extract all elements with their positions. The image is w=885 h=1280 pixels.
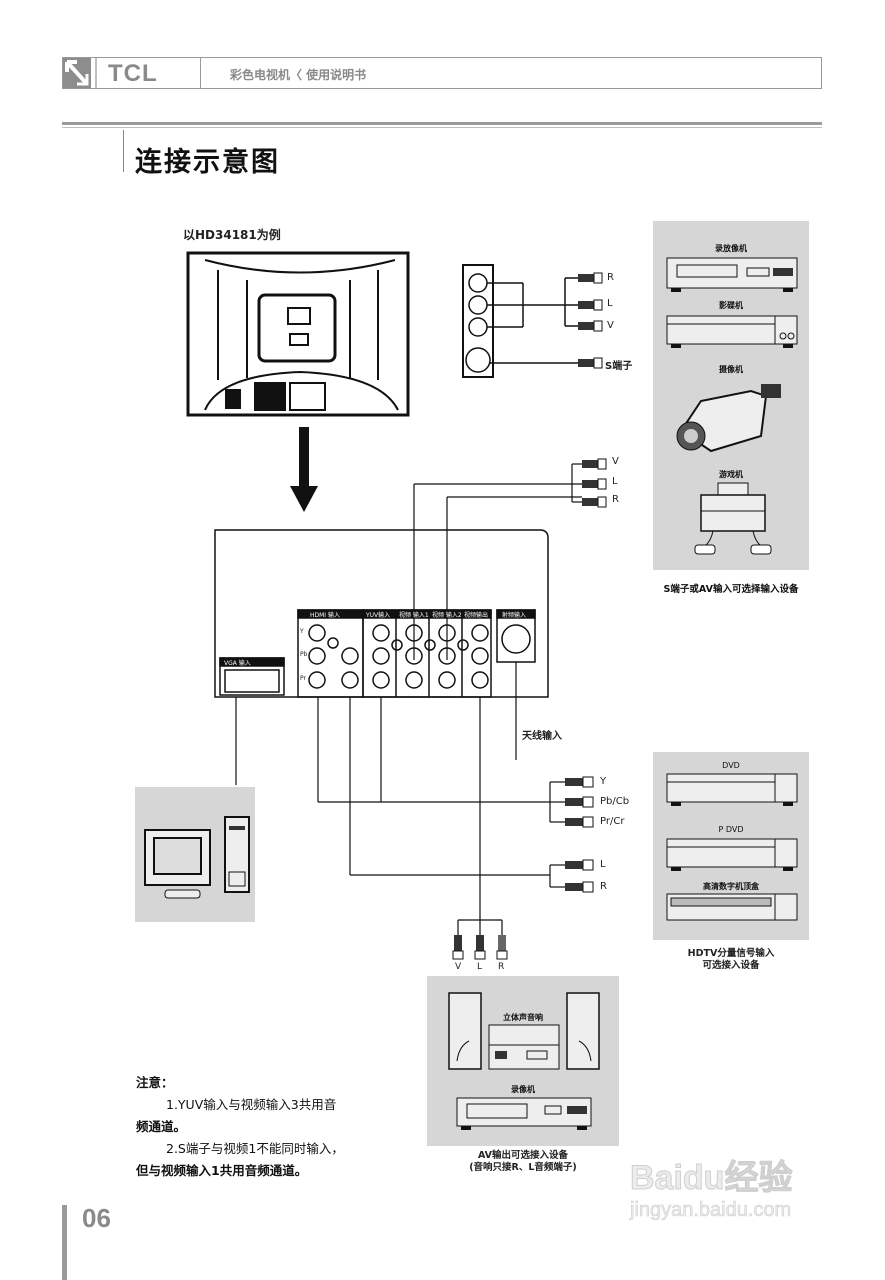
manual-title: 彩色电视机〈 使用说明书 xyxy=(230,68,367,82)
page-title: 连接示意图 xyxy=(135,147,280,178)
av-out-caption-line1: AV输出可选接入设备 xyxy=(477,1150,569,1161)
jack-y-label: Y xyxy=(300,628,304,635)
av-top-l: L xyxy=(612,476,618,487)
title-marker xyxy=(123,130,124,172)
s-video-label: S端子 xyxy=(605,361,633,372)
plug-label-l: L xyxy=(607,298,613,309)
av-top-r: R xyxy=(612,494,619,505)
game-console-icon xyxy=(694,482,772,555)
header-bar xyxy=(62,57,822,89)
hdtv-devices-panel: DVD P DVD 高清数字机顶盒 xyxy=(653,752,809,940)
settop-box-icon xyxy=(666,893,798,921)
device-vcr-label: 录放像机 xyxy=(715,244,747,253)
hdtv-devices-caption: HDTV分量信号输入 可选接入设备 xyxy=(640,948,822,972)
watermark-url: jingyan.baidu.com xyxy=(630,1199,792,1222)
hdtv-caption-line2: 可选接入设备 xyxy=(702,960,760,971)
note-2-line2: 但与视频输入1共用音频通道。 xyxy=(136,1163,308,1178)
left-speaker-icon xyxy=(448,992,482,1070)
device-stereo-label: 立体声音响 xyxy=(503,1013,543,1022)
source-devices-caption: S端子或AV输入可选择输入设备 xyxy=(663,584,799,595)
jack-pr-label: Pr xyxy=(300,675,306,682)
progressive-dvd-icon xyxy=(666,838,798,871)
baidu-watermark: Baidu经验 jingyan.baidu.com xyxy=(630,1150,830,1250)
yuv-plug-y: Y xyxy=(600,776,607,787)
yuv-plug-pr: Pr/Cr xyxy=(600,816,625,827)
vcr-recorder-icon xyxy=(456,1097,592,1130)
device-settop-box-label: 高清数字机顶盒 xyxy=(703,882,759,891)
down-arrow-icon xyxy=(290,427,318,512)
header-divider xyxy=(200,57,201,89)
pc-input-label: VGA 输入 xyxy=(224,660,251,667)
tcl-logo-icon xyxy=(63,58,91,88)
rf-input-label: 射频输入 xyxy=(502,612,527,619)
device-pdvd-label: P DVD xyxy=(718,825,744,834)
av1-input-label: 视频 输入1 xyxy=(399,612,429,619)
disc-player-icon xyxy=(666,315,798,348)
yuv-plug-pb: Pb/Cb xyxy=(600,796,630,807)
av-top-v: V xyxy=(612,456,619,467)
jack-pb-label: Pb xyxy=(300,651,308,658)
logo-divider xyxy=(95,58,97,88)
side-av-jacks xyxy=(462,264,578,378)
device-game-console-label: 游戏机 xyxy=(719,470,743,479)
av-output-devices-panel: 立体声音响 录像机 xyxy=(427,976,619,1146)
header-rule-thin xyxy=(62,127,822,128)
rca-plug-icons xyxy=(452,272,607,960)
yuv-input-label: YUV输入 xyxy=(366,612,391,619)
right-speaker-icon xyxy=(566,992,600,1070)
device-dvd-label: DVD xyxy=(722,761,740,770)
av-out-plug-l: L xyxy=(477,962,483,972)
note-1-line1: 1.YUV输入与视频输入3共用音 xyxy=(166,1097,337,1112)
notes-section: 注意： 1.YUV输入与视频输入3共用音 频通道。 2.S端子与视频1不能同时输… xyxy=(136,1072,386,1182)
page-number: 06 xyxy=(82,1203,111,1233)
watermark-brand: Baidu经验 xyxy=(630,1159,793,1198)
camcorder-icon xyxy=(676,384,781,453)
device-dvd-player-label: 影碟机 xyxy=(719,301,743,310)
tv-example-label: 以HD34181为例 xyxy=(183,228,281,242)
av-out-caption-line2: (音响只接R、L音频端子) xyxy=(469,1162,577,1173)
antenna-input-label: 天线输入 xyxy=(522,731,562,742)
dvd-player-icon xyxy=(666,773,798,806)
audio-plug-l: L xyxy=(600,859,606,870)
av2-input-label: 视频 输入2 xyxy=(432,612,462,619)
stereo-system-icon xyxy=(488,1024,560,1070)
hdtv-caption-line1: HDTV分量信号输入 xyxy=(687,948,775,959)
computer-icon xyxy=(144,816,250,899)
av-output-devices-caption: AV输出可选接入设备 (音响只接R、L音频端子) xyxy=(420,1150,626,1174)
source-devices-panel: 录放像机 影碟机 摄像机 游戏机 xyxy=(653,221,809,570)
notes-heading: 注意： xyxy=(136,1075,174,1090)
plug-label-r: R xyxy=(607,272,614,283)
vcr-icon xyxy=(666,257,798,292)
note-1-line2: 频通道。 xyxy=(136,1119,187,1134)
header-rule xyxy=(62,122,822,125)
audio-plug-r: R xyxy=(600,881,607,892)
brand-name: TCL xyxy=(108,60,158,87)
tv-rear-illustration xyxy=(186,251,410,417)
device-camcorder-label: 摄像机 xyxy=(719,365,743,374)
pc-panel xyxy=(135,787,255,922)
av-out-plug-v: V xyxy=(455,962,462,972)
hdmi-input-label: HDMI 输入 xyxy=(310,612,340,619)
av-output-label: 视频输出 xyxy=(464,612,489,619)
note-2-line1: 2.S端子与视频1不能同时输入， xyxy=(166,1141,344,1156)
plug-label-v: V xyxy=(607,320,614,331)
av-input-cables xyxy=(235,463,582,935)
av-out-plug-r: R xyxy=(498,962,505,972)
device-vcr2-label: 录像机 xyxy=(511,1085,535,1094)
page-number-bar xyxy=(62,1205,67,1280)
